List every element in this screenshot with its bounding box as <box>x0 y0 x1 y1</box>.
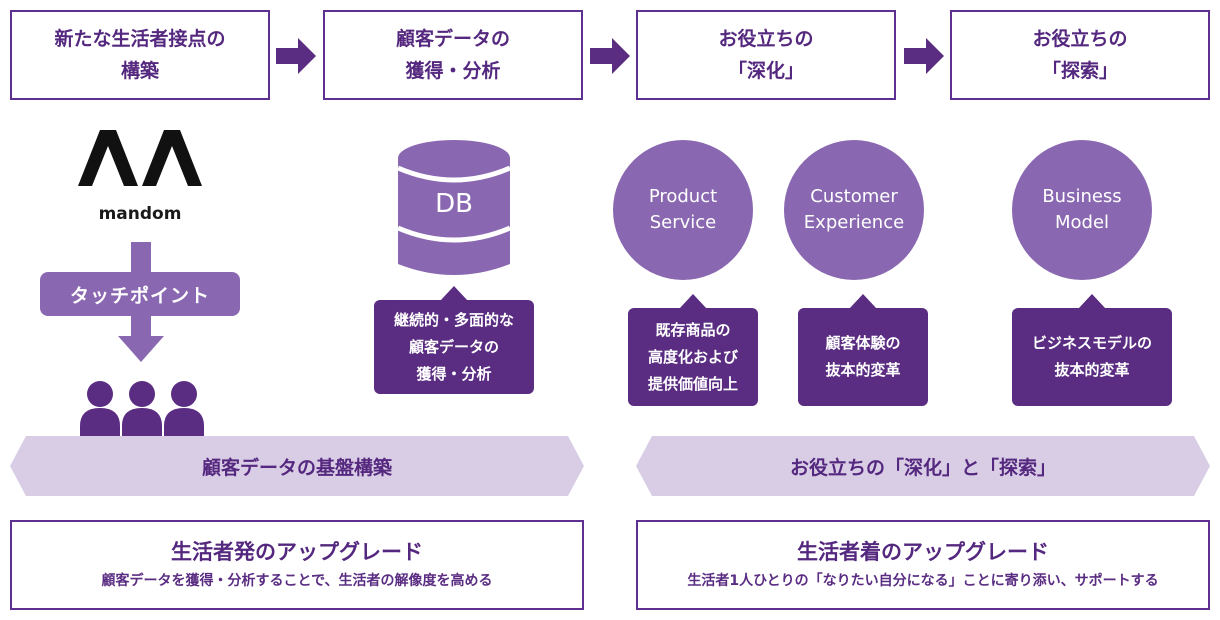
bottom-right-title: 生活者着のアップグレード <box>797 540 1049 564</box>
stage-line2: 獲得・分析 <box>405 60 501 82</box>
bubble-bm-transformation: ビジネスモデルの 抜本的変革 <box>1012 294 1172 406</box>
arrow-right-icon <box>904 38 944 74</box>
circle-business-model: Business Model <box>1012 140 1152 280</box>
bubble-line: 顧客データの <box>408 337 499 356</box>
banner-right-label: お役立ちの「深化」と「探索」 <box>789 456 1056 479</box>
bottom-right-subtitle: 生活者1人ひとりの「なりたい自分になる」ことに寄り添い、サポートする <box>687 573 1159 589</box>
touchpoint-stem <box>131 242 151 274</box>
bottom-box-left: 生活者発のアップグレード 顧客データを獲得・分析することで、生活者の解像度を高め… <box>10 520 584 610</box>
circle-line2: Model <box>1054 212 1110 233</box>
bubble-line: 抜本的変革 <box>1054 361 1130 379</box>
banner-right-shape <box>636 436 1210 496</box>
arrow-right-icon <box>276 38 316 74</box>
db-bubble: 継続的・多面的な 顧客データの 獲得・分析 <box>374 286 534 394</box>
stage-line2: 「深化」 <box>727 60 804 82</box>
bubble-product-upgrade: 既存商品の 高度化および 提供価値向上 <box>628 294 758 406</box>
bubble-line: 獲得・分析 <box>416 364 492 383</box>
bubble-line: 抜本的変革 <box>825 361 901 379</box>
banner-left-shape <box>10 436 584 496</box>
circle-line1: Customer <box>810 186 898 207</box>
bubble-cx-transformation: 顧客体験の 抜本的変革 <box>798 294 928 406</box>
logo-text: mandom <box>98 204 182 224</box>
circle-line2: Experience <box>803 212 905 233</box>
arrow-right-icon <box>590 38 630 74</box>
bottom-left-subtitle: 顧客データを獲得・分析することで、生活者の解像度を高める <box>101 573 493 589</box>
stage-box-exploration: お役立ちの 「探索」 <box>950 10 1210 100</box>
banner-left-label: 顧客データの基盤構築 <box>201 456 392 479</box>
arrow-down-icon <box>118 314 164 362</box>
bubble-line: 継続的・多面的な <box>393 310 514 329</box>
bubble-line: 既存商品の <box>655 320 731 339</box>
stage-line1: 顧客データの <box>395 28 510 50</box>
circle-customer-experience: Customer Experience <box>784 140 924 280</box>
stage-line1: お役立ちの <box>1032 28 1128 50</box>
stage-line1: お役立ちの <box>718 28 814 50</box>
circle-line2: Service <box>649 212 717 233</box>
stage-line2: 「探索」 <box>1041 60 1118 82</box>
bubble-line: 提供価値向上 <box>647 374 738 393</box>
mandom-logo-icon <box>78 130 202 186</box>
stage-line1: 新たな生活者接点の <box>54 28 226 50</box>
database-icon: DB <box>397 140 511 275</box>
bubble-line: 高度化および <box>647 347 738 366</box>
circle-line1: Product <box>648 186 718 207</box>
circle-line1: Business <box>1042 186 1122 207</box>
bubble-line: 顧客体験の <box>825 334 901 352</box>
bottom-left-title: 生活者発のアップグレード <box>171 540 423 564</box>
bottom-box-right: 生活者着のアップグレード 生活者1人ひとりの「なりたい自分になる」ことに寄り添い… <box>636 520 1210 610</box>
stage-line2: 構築 <box>120 60 159 82</box>
stage-box-new-touchpoints: 新たな生活者接点の 構築 <box>10 10 270 100</box>
db-label: DB <box>435 189 473 219</box>
stage-box-deepening: お役立ちの 「深化」 <box>636 10 896 100</box>
stage-box-data-acquisition: 顧客データの 獲得・分析 <box>323 10 583 100</box>
touchpoint-label: タッチポイント <box>40 272 240 316</box>
bubble-line: ビジネスモデルの <box>1031 334 1152 352</box>
circle-product-service: Product Service <box>613 140 753 280</box>
